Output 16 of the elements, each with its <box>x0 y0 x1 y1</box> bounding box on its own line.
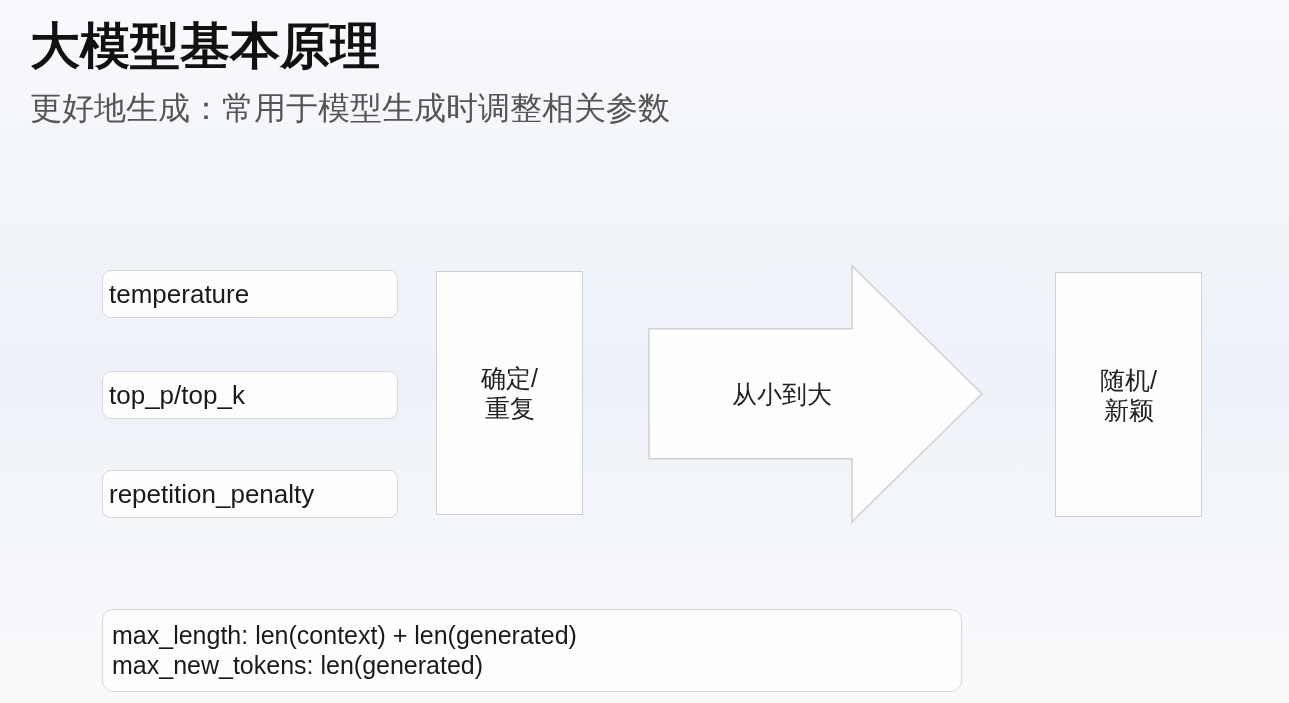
outcome-box <box>1055 272 1202 517</box>
setting-line: max_new_tokens: len(generated) <box>112 650 485 680</box>
parameter-name: top_p/top_k <box>109 380 245 410</box>
outcome-label: 确定/重复 <box>480 363 539 423</box>
parameter-box <box>102 470 398 518</box>
subtitle: 更好地生成：常用于模型生成时调整相关参数 <box>30 89 670 128</box>
parameter-name: repetition_penalty <box>109 479 315 509</box>
block-arrow <box>648 263 984 524</box>
outcome-box <box>436 271 583 515</box>
setting-line: max_length: len(context) + len(generated) <box>112 620 578 650</box>
parameter-box <box>102 371 398 419</box>
outcome-label: 随机/新颖 <box>1099 364 1158 425</box>
parameter-box <box>102 270 398 318</box>
note-box <box>102 609 962 692</box>
parameter-name: temperature <box>109 279 250 309</box>
title: 大模型基本原理 <box>30 17 380 75</box>
